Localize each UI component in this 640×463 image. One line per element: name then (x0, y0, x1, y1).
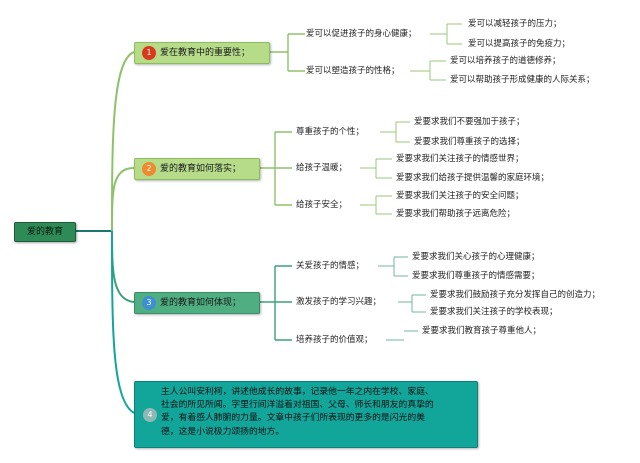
subtopic-reduce-stress[interactable]: 爱可以减轻孩子的压力； (468, 19, 562, 29)
subtopic-mental-health[interactable]: 爱要求我们关心孩子的心理健康； (412, 252, 540, 262)
subtopic-respect-others[interactable]: 爱要求我们教育孩子尊重他人； (422, 326, 542, 336)
subtopic-relationships[interactable]: 爱可以帮助孩子形成健康的人际关系； (450, 75, 595, 85)
subtopic-emotional-needs[interactable]: 爱要求我们尊重孩子的情感需要； (412, 271, 540, 281)
summary-text: 主人公叫安利柯，讲述他成长的故事，记录他一年之内在学校、家庭、 社会的所见所闻。… (161, 386, 473, 439)
subtopic-away-from-danger[interactable]: 爱要求我们帮助孩子远离危险； (396, 209, 516, 219)
subtopic-immunity[interactable]: 爱可以提高孩子的免疫力； (468, 39, 571, 49)
number-marker-4: 4 (143, 408, 157, 422)
topic-values[interactable]: 培养孩子的价值观； (296, 335, 373, 345)
root-node[interactable]: 爱的教育 (14, 222, 76, 242)
spine-branch-2 (111, 167, 135, 232)
subtopic-safety-issues[interactable]: 爱要求我们关注孩子的安全问题； (396, 191, 524, 201)
branch-label: 爱在教育中的重要性； (160, 48, 251, 58)
topic-give-safety[interactable]: 给孩子安全； (296, 200, 348, 210)
topic-respect-individuality[interactable]: 尊重孩子的个性； (296, 127, 365, 137)
topic-care-emotions[interactable]: 关爱孩子的情感； (296, 261, 365, 271)
summary-line: 爱，有着感人肺腑的力量。文章中孩子们所表现的更多的是闪光的美 (161, 413, 425, 424)
topic-give-warmth[interactable]: 给孩子温暖； (296, 163, 348, 173)
branch-summary[interactable]: 4 主人公叫安利柯，讲述他成长的故事，记录他一年之内在学校、家庭、 社会的所见所… (134, 381, 478, 448)
subtopic-respect-choice[interactable]: 爱要求我们尊重孩子的选择； (414, 137, 525, 147)
branch-label: 爱的教育如何落实； (160, 164, 242, 174)
subtopic-no-imposing[interactable]: 爱要求我们不要强加于孩子； (414, 117, 525, 127)
branch-implementation[interactable]: 2 爱的教育如何落实； (134, 158, 260, 180)
number-marker-3: 3 (142, 296, 156, 310)
branch-label: 爱的教育如何体现； (160, 298, 242, 308)
spine-branch-4 (111, 230, 135, 414)
number-marker-2: 2 (142, 162, 156, 176)
summary-line: 德，这是小说极力颂扬的地方。 (161, 426, 285, 437)
spine-branch-3 (111, 230, 135, 303)
subtopic-moral-cultivation[interactable]: 爱可以培养孩子的道德修养； (450, 56, 561, 66)
subtopic-emotional-world[interactable]: 爱要求我们关注孩子的情感世界； (396, 154, 524, 164)
subtopic-home-environment[interactable]: 爱要求我们给孩子提供温馨的家庭环境； (396, 173, 550, 183)
topic-learning-interest[interactable]: 激发孩子的学习兴趣； (296, 297, 382, 307)
branch-importance[interactable]: 1 爱在教育中的重要性； (134, 42, 270, 64)
number-marker-1: 1 (142, 46, 156, 60)
subtopic-creativity[interactable]: 爱要求我们鼓励孩子充分发挥自己的创造力； (430, 290, 601, 300)
spine-upper (111, 51, 135, 232)
summary-line: 社会的所见所闻。字里行间洋溢着对祖国、父母、师长和朋友的真挚的 (161, 400, 434, 411)
topic-mind-body-health[interactable]: 爱可以促进孩子的身心健康； (306, 29, 417, 39)
subtopic-school-performance[interactable]: 爱要求我们关注孩子的学校表现； (430, 307, 558, 317)
topic-shape-character[interactable]: 爱可以塑造孩子的性格； (306, 66, 400, 76)
summary-line: 主人公叫安利柯，讲述他成长的故事，记录他一年之内在学校、家庭、 (161, 387, 434, 397)
branch-manifestation[interactable]: 3 爱的教育如何体现； (134, 292, 260, 314)
